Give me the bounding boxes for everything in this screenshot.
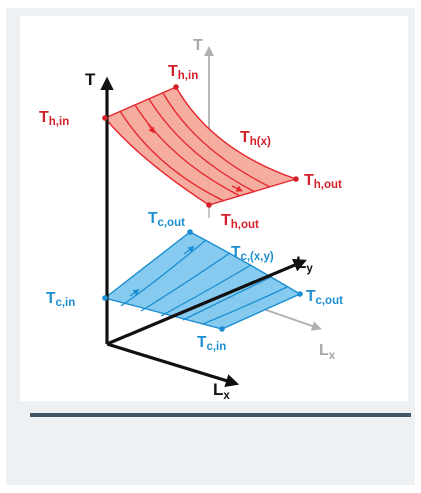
lx-axis bbox=[106, 342, 240, 388]
cold-inlet-left-label: Tc,in bbox=[46, 290, 75, 309]
divider-bar bbox=[30, 413, 411, 417]
hot-inlet-top-label: Th,in bbox=[168, 63, 198, 82]
cold-inlet-bottom-dot bbox=[219, 326, 225, 332]
plot-area bbox=[20, 16, 408, 401]
hot-inlet-left-dot bbox=[102, 115, 108, 121]
cold-flow-line bbox=[120, 239, 207, 307]
cold-outlet-top-label: Tc,out bbox=[148, 210, 185, 229]
cold-flow-arrow bbox=[183, 246, 195, 255]
lx-ghost-axis-label: Lx bbox=[319, 342, 336, 362]
ly-axis-label: Ly bbox=[296, 253, 313, 275]
cold-outlet-right-dot bbox=[297, 291, 303, 297]
t-axis-label: T bbox=[85, 70, 96, 89]
hot-flow-line bbox=[162, 92, 271, 188]
hot-inlet-left-label: Th,in bbox=[39, 109, 69, 128]
cold-flow-line bbox=[182, 276, 272, 321]
cold-flow-line bbox=[202, 286, 288, 325]
hot-outlet-bottom-label: Th,out bbox=[221, 212, 259, 231]
cold-flow-line bbox=[140, 252, 231, 312]
hot-outlet-right-dot bbox=[293, 176, 299, 182]
cold-flow-arrow bbox=[129, 289, 140, 297]
hot-outlet-right-label: Th,out bbox=[304, 172, 342, 191]
cold-inlet-bottom-label: Tc,in bbox=[197, 334, 226, 353]
hot-flow-arrow bbox=[231, 185, 243, 192]
ly-axis bbox=[106, 258, 307, 346]
hot-flow-line bbox=[148, 98, 256, 193]
hot-profile-label: Th(x) bbox=[240, 129, 271, 148]
cold-outlet-right-label: Tc,out bbox=[306, 288, 343, 307]
lx-axis-label: Lx bbox=[213, 380, 230, 402]
cold-outlet-top-dot bbox=[187, 229, 193, 235]
hot-flow-line bbox=[119, 110, 225, 202]
hot-inlet-top-dot bbox=[173, 84, 179, 90]
cold-flow-line bbox=[160, 264, 252, 317]
hot-flow-arrow bbox=[147, 123, 155, 134]
hot-flow-line bbox=[134, 104, 241, 197]
hot-outlet-bottom-dot bbox=[206, 202, 212, 208]
cold-profile-label: Tc,(x,y) bbox=[231, 244, 274, 263]
cold-inlet-left-dot bbox=[102, 295, 108, 301]
t-ghost-axis-label: T bbox=[193, 37, 203, 54]
